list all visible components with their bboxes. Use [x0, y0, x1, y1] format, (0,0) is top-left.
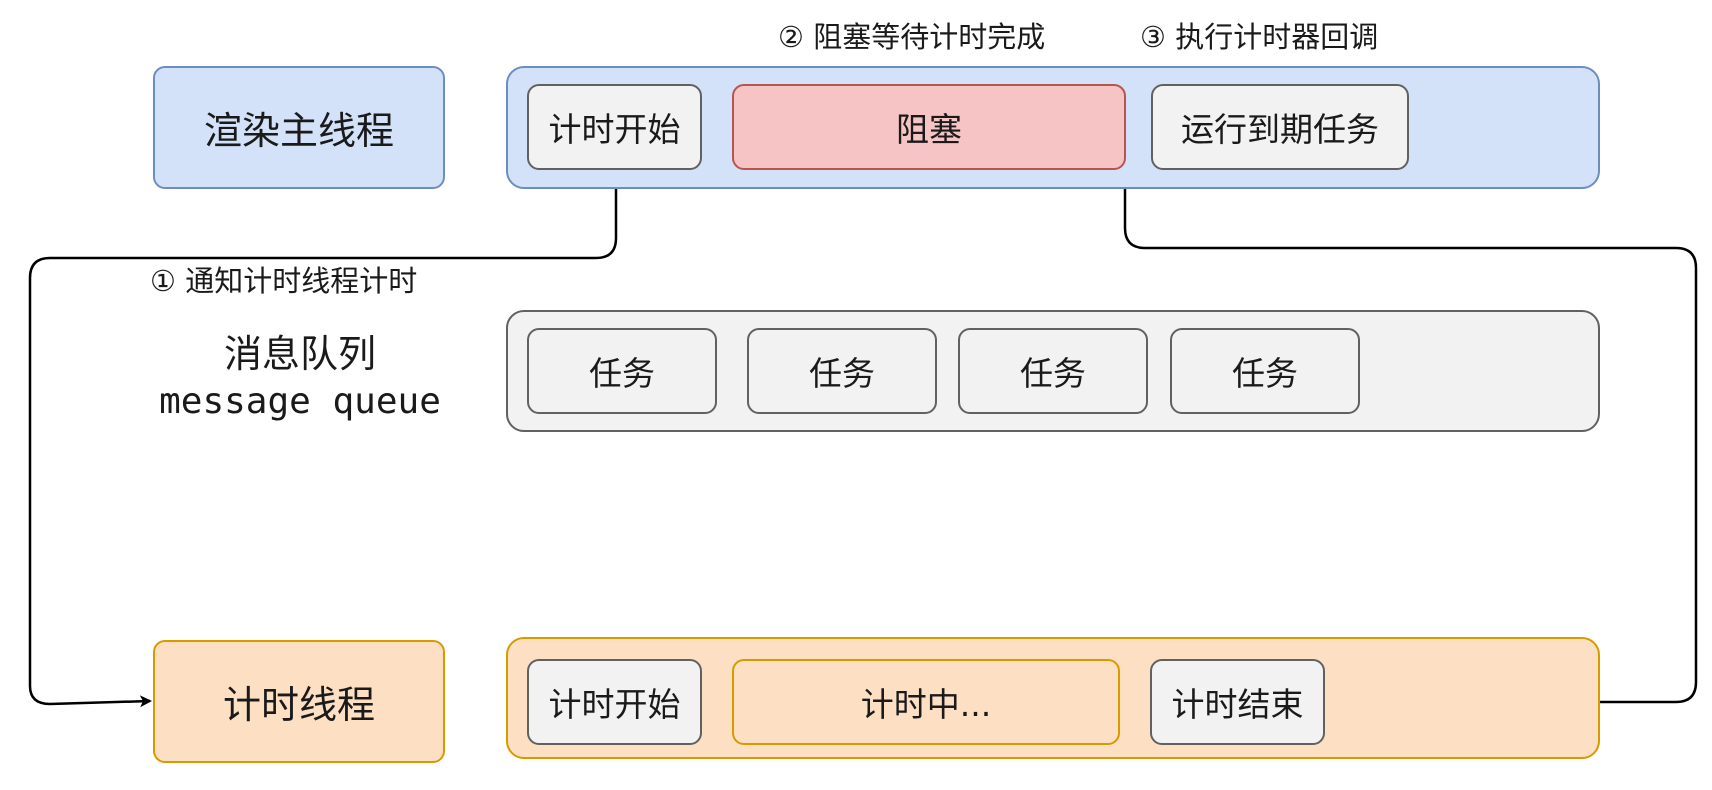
queue-task-label: 任务: [809, 354, 875, 393]
timer-start-label: 计时开始: [548, 685, 681, 724]
step-1-notify-timer: ① 通知计时线程计时: [150, 264, 418, 298]
render-main-thread-label: 渲染主线程: [203, 109, 394, 153]
render-timer-start: 计时开始: [527, 84, 702, 170]
render-run-expired-task-label: 运行到期任务: [1181, 110, 1379, 149]
render-timer-start-label: 计时开始: [548, 110, 681, 149]
timer-running: 计时中...: [732, 659, 1120, 745]
timer-thread-label: 计时线程: [222, 683, 375, 727]
timer-thread: 计时线程: [153, 640, 445, 763]
queue-task-label: 任务: [1020, 354, 1086, 393]
queue-task: 任务: [747, 328, 937, 414]
step-2-block-wait: ② 阻塞等待计时完成: [778, 20, 1046, 54]
render-run-expired-task: 运行到期任务: [1151, 84, 1409, 170]
queue-task-label: 任务: [589, 354, 655, 393]
timer-running-label: 计时中...: [860, 685, 992, 724]
timer-end: 计时结束: [1150, 659, 1325, 745]
step-3-run-callback: ③ 执行计时器回调: [1140, 20, 1379, 54]
render-block: 阻塞: [732, 84, 1126, 170]
queue-task-label: 任务: [1232, 354, 1298, 393]
message-queue-title-en: message queue: [159, 381, 441, 422]
queue-task: 任务: [958, 328, 1148, 414]
arrow-timer-callback: [1119, 173, 1698, 704]
render-main-thread: 渲染主线程: [153, 66, 445, 189]
queue-task: 任务: [1170, 328, 1360, 414]
render-block-label: 阻塞: [896, 110, 962, 149]
timer-end-label: 计时结束: [1171, 685, 1304, 724]
arrow-notify-timer: [28, 172, 618, 708]
message-queue-title-cn: 消息队列: [223, 332, 376, 376]
timer-start: 计时开始: [527, 659, 702, 745]
message-queue-title: 消息队列 message queue: [130, 330, 470, 426]
queue-task: 任务: [527, 328, 717, 414]
